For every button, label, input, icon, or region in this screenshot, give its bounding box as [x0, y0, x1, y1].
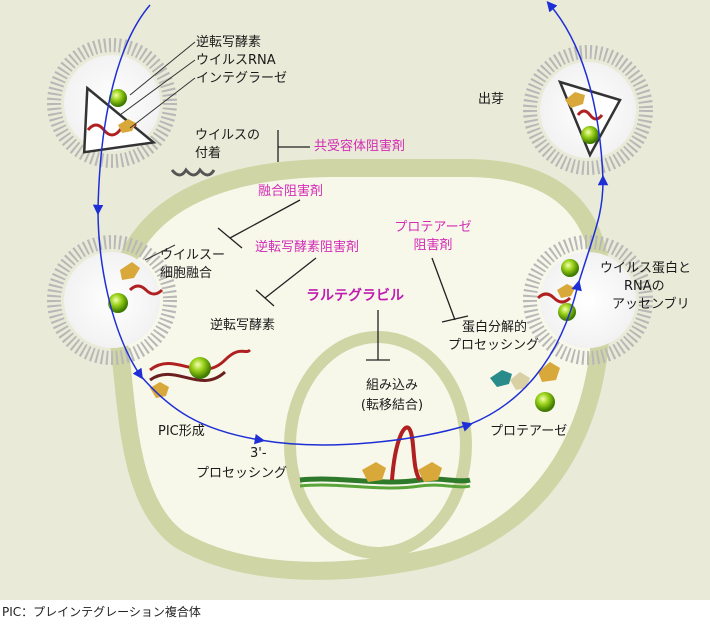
label-budding: 出芽 — [478, 92, 505, 107]
label-pic-formation: PIC形成 — [158, 424, 205, 439]
label-viral-rna: ウイルスRNA — [196, 53, 276, 68]
viral-dna-cytoplasm — [149, 348, 252, 398]
leader-lines — [119, 41, 196, 261]
label-protease-inhibitor-line2: 阻害剤 — [413, 238, 453, 253]
integrated-dna — [299, 425, 471, 490]
label-proteolytic-processing-line2: プロセッシング — [448, 338, 540, 353]
label-reverse-transcription-step: 逆転写酵素 — [210, 318, 276, 333]
label-protease-inhibitor-line1: プロテアーゼ — [394, 220, 472, 235]
label-coreceptor-inhibitor: 共受容体阻害剤 — [314, 139, 406, 154]
label-assembly-line1: ウイルス蛋白と — [600, 261, 692, 276]
label-integration-line2: (転移結合) — [360, 398, 424, 413]
footnote: PIC：プレインテグレーション複合体 — [2, 605, 201, 619]
receptor-coil — [170, 167, 216, 177]
label-3prime-processing-line1: 3'- — [250, 446, 267, 461]
label-proteolytic-processing-line1: 蛋白分解的 — [462, 320, 528, 335]
inhibition-lines — [217, 130, 469, 361]
label-3prime-processing-line2: プロセッシング — [196, 466, 288, 481]
virion-top-left — [47, 38, 177, 168]
label-raltegravir: ラルテグラビル — [306, 288, 404, 304]
label-assembly-line2: RNAの — [624, 279, 665, 294]
diagram-canvas — [0, 0, 710, 600]
lifecycle-arrows — [92, 1, 609, 446]
label-rt-inhibitor: 逆転写酵素阻害剤 — [255, 240, 360, 255]
label-protease: プロテアーゼ — [490, 424, 568, 439]
label-attachment-line2: 付着 — [195, 146, 222, 161]
label-attachment-line1: ウイルスの — [195, 128, 261, 143]
label-assembly-line3: アッセンブリ — [612, 297, 690, 312]
label-virus-cell-fusion-line2: 細胞融合 — [160, 266, 213, 281]
protease-complex — [490, 362, 560, 412]
virion-fusing — [47, 235, 177, 365]
label-virus-cell-fusion-line1: ウイルスー — [160, 248, 226, 263]
label-reverse-transcriptase: 逆転写酵素 — [196, 35, 262, 50]
label-integration-line1: 組み込み — [365, 378, 418, 393]
label-fusion-inhibitor: 融合阻害剤 — [258, 184, 324, 199]
hiv-lifecycle-diagram: 逆転写酵素 ウイルスRNA インテグラーゼ ウイルスの 付着 共受容体阻害剤 融… — [0, 0, 710, 600]
virion-top-right — [523, 45, 653, 175]
label-integrase: インテグラーゼ — [196, 71, 288, 86]
